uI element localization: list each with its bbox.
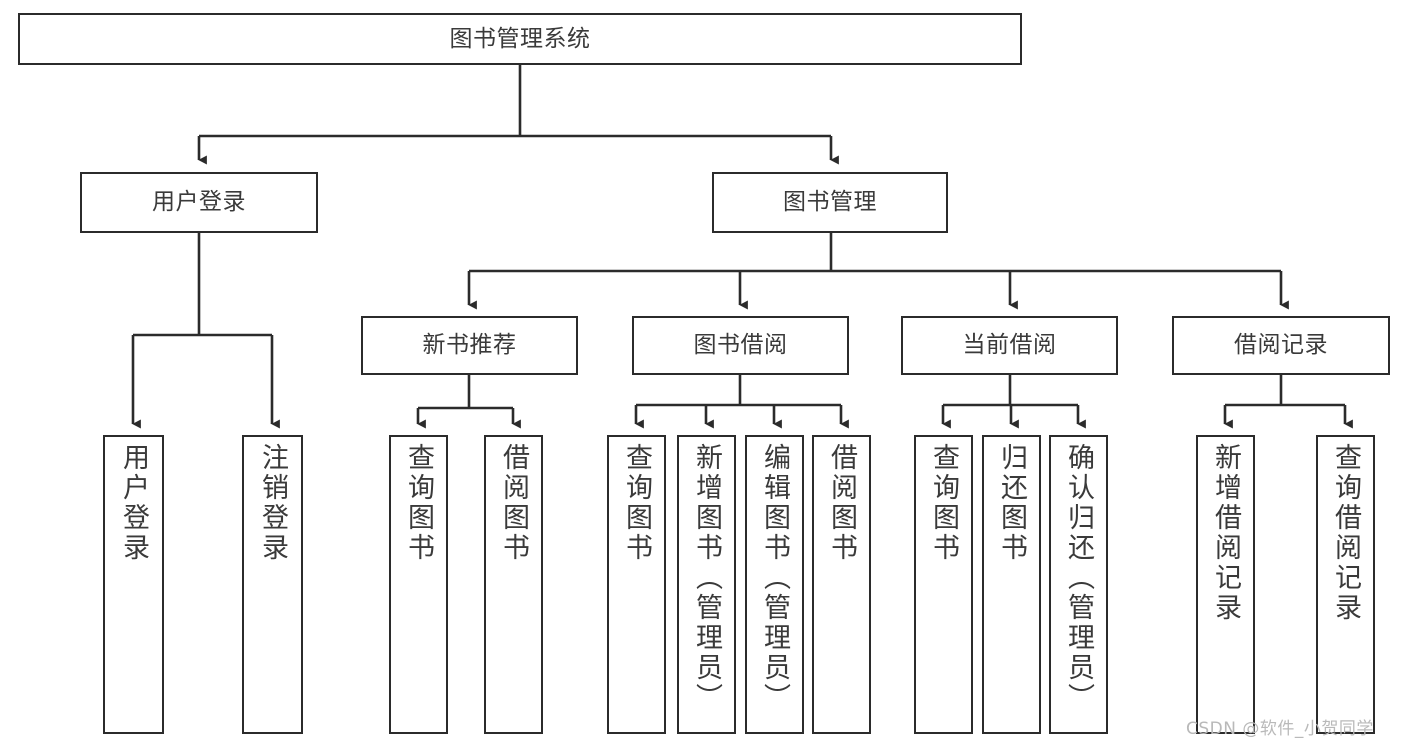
leaf-current-confirm-return-label: 确认归还（管理员） xyxy=(1063,443,1094,713)
leaf-recommend-borrow-book[interactable]: 借阅图书 xyxy=(484,435,543,734)
node-current-borrow[interactable]: 当前借阅 xyxy=(901,316,1118,375)
leaf-current-query-book-label: 查询图书 xyxy=(928,443,959,563)
leaf-borrow-add-book[interactable]: 新增图书（管理员） xyxy=(677,435,736,734)
leaf-record-query-record-label: 查询借阅记录 xyxy=(1330,443,1361,623)
leaf-record-add-record[interactable]: 新增借阅记录 xyxy=(1196,435,1255,734)
node-root[interactable]: 图书管理系统 xyxy=(18,13,1022,65)
leaf-borrow-add-book-label: 新增图书（管理员） xyxy=(691,443,722,713)
node-current-borrow-label: 当前借阅 xyxy=(962,332,1057,359)
leaf-current-confirm-return[interactable]: 确认归还（管理员） xyxy=(1049,435,1108,734)
leaf-borrow-edit-book[interactable]: 编辑图书（管理员） xyxy=(745,435,804,734)
leaf-recommend-borrow-book-label: 借阅图书 xyxy=(498,443,529,563)
node-borrow-record[interactable]: 借阅记录 xyxy=(1172,316,1390,375)
leaf-user-login-signin-label: 用户登录 xyxy=(118,443,149,563)
leaf-current-query-book[interactable]: 查询图书 xyxy=(914,435,973,734)
node-book-management-label: 图书管理 xyxy=(783,189,877,216)
node-book-borrow[interactable]: 图书借阅 xyxy=(632,316,849,375)
node-book-borrow-label: 图书借阅 xyxy=(693,332,788,359)
leaf-current-return-book[interactable]: 归还图书 xyxy=(982,435,1041,734)
leaf-user-login-signout-label: 注销登录 xyxy=(257,443,288,563)
leaf-record-query-record[interactable]: 查询借阅记录 xyxy=(1316,435,1375,734)
leaf-borrow-edit-book-label: 编辑图书（管理员） xyxy=(759,443,790,713)
leaf-user-login-signout[interactable]: 注销登录 xyxy=(242,435,303,734)
csdn-watermark: CSDN @软件_小贺同学 xyxy=(1186,719,1374,739)
leaf-user-login-signin[interactable]: 用户登录 xyxy=(103,435,164,734)
leaf-record-add-record-label: 新增借阅记录 xyxy=(1210,443,1241,623)
leaf-borrow-query-book[interactable]: 查询图书 xyxy=(607,435,666,734)
node-user-login-label: 用户登录 xyxy=(152,189,246,216)
leaf-borrow-query-book-label: 查询图书 xyxy=(621,443,652,563)
leaf-borrow-borrow-book-label: 借阅图书 xyxy=(826,443,857,563)
leaf-recommend-query-book-label: 查询图书 xyxy=(403,443,434,563)
node-root-label: 图书管理系统 xyxy=(449,25,591,52)
node-user-login[interactable]: 用户登录 xyxy=(80,172,318,233)
node-borrow-record-label: 借阅记录 xyxy=(1234,332,1328,359)
node-book-management[interactable]: 图书管理 xyxy=(712,172,948,233)
leaf-current-return-book-label: 归还图书 xyxy=(996,443,1027,563)
leaf-recommend-query-book[interactable]: 查询图书 xyxy=(389,435,448,734)
node-new-book-recommend[interactable]: 新书推荐 xyxy=(361,316,578,375)
leaf-borrow-borrow-book[interactable]: 借阅图书 xyxy=(812,435,871,734)
node-new-book-recommend-label: 新书推荐 xyxy=(422,332,517,359)
